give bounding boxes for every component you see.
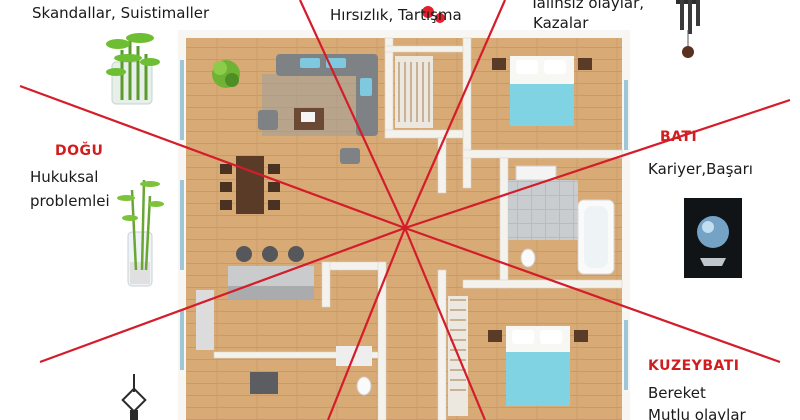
label-right: Kariyer,Başarı — [648, 160, 753, 178]
bamboo-plant-icon — [106, 33, 160, 105]
left-windows — [180, 60, 628, 390]
lucky-bamboo-vase-icon — [117, 179, 164, 287]
crystal-globe-icon — [684, 198, 742, 278]
bedroom-top — [492, 56, 592, 126]
dining-table — [220, 156, 280, 214]
direction-east: DOĞU — [55, 143, 104, 159]
label-top-right-2: Kazalar — [533, 14, 589, 32]
living-room — [212, 54, 378, 164]
label-bottom-right-1: Bereket — [648, 384, 706, 402]
label-bottom-right-2: Mutlu olaylar — [648, 406, 746, 420]
bedroom-bottom — [488, 326, 588, 406]
direction-west: BATI — [660, 129, 698, 145]
kitchen — [196, 246, 314, 350]
label-top-center: Hırsızlık, Tartışma — [330, 6, 462, 24]
wind-chime-icon — [676, 0, 700, 58]
label-left-1: Hukuksal — [30, 168, 99, 186]
label-top-right-1: Talihsiz olaylar, — [530, 0, 645, 12]
interior-walls — [213, 37, 623, 420]
label-top-left: Skandallar, Suistimaller — [32, 4, 210, 22]
red-knot-icon — [422, 6, 445, 23]
direction-northwest: KUZEYBATI — [648, 358, 740, 374]
label-left-2: problemlei — [30, 192, 110, 210]
bagua-lines — [19, 0, 791, 420]
chinese-knot-icon — [121, 374, 147, 420]
